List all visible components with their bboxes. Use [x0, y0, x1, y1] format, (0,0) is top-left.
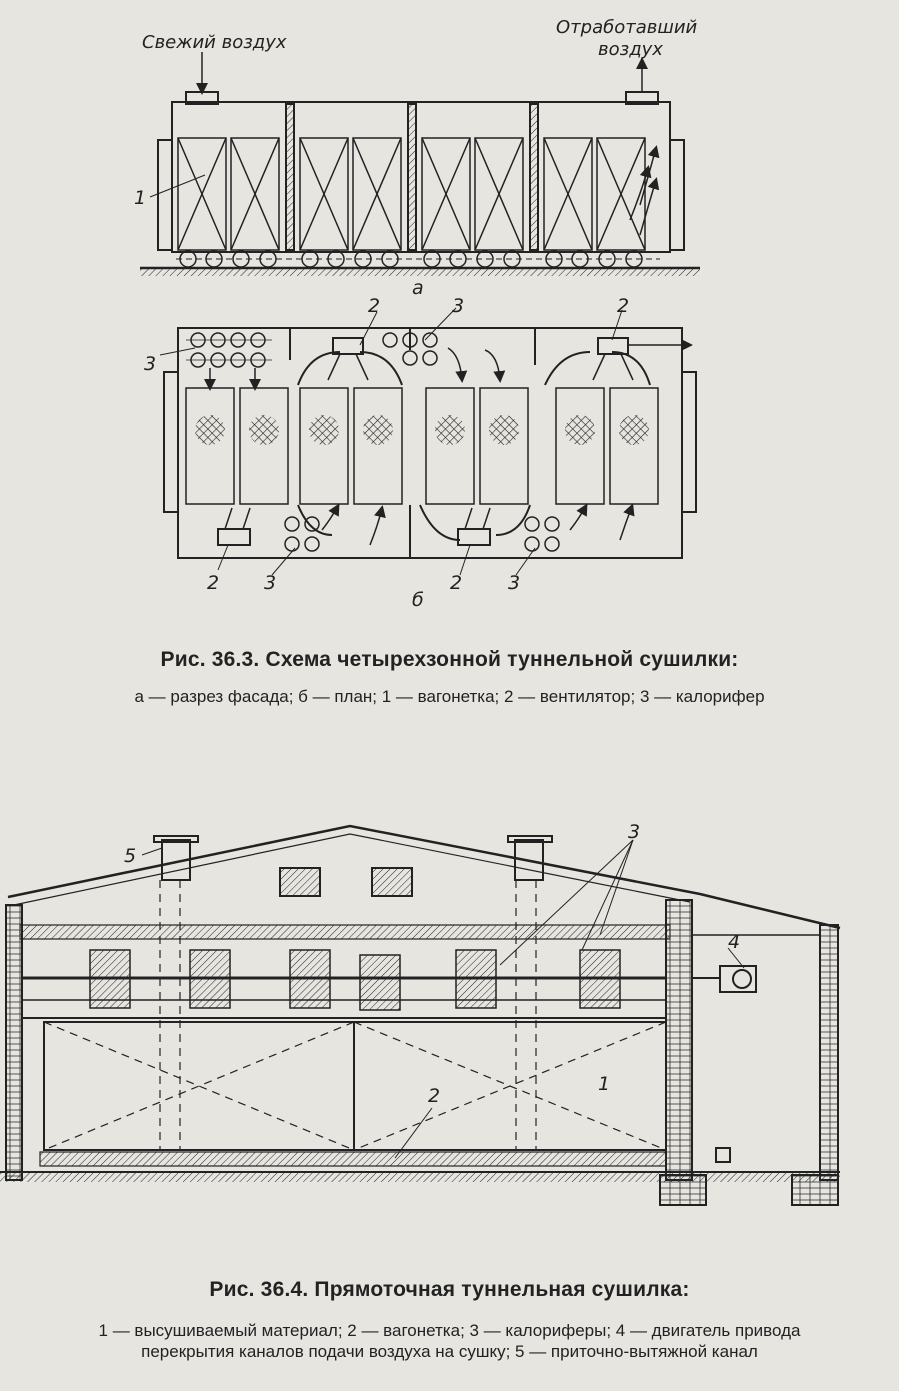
callout-1: 1	[598, 1073, 610, 1095]
figure-a-labels: Свежий воздух Отработавший воздух 1 а	[134, 17, 698, 299]
figure-36-4-legend-2: перекрытия каналов подачи воздуха на суш…	[141, 1342, 758, 1361]
callout-3: 3	[628, 821, 640, 843]
callout-5: 5	[124, 845, 136, 867]
figure-36-4-legend-1: 1 — высушиваемый материал; 2 — вагонетка…	[98, 1321, 801, 1340]
callout-b-3-top: 3	[452, 295, 464, 317]
cart-row-a	[177, 137, 646, 251]
callout-2: 2	[428, 1085, 440, 1107]
figure-b-plan	[159, 307, 697, 576]
callout-a-1: 1	[134, 187, 146, 209]
label-exhaust-air-1: Отработавший	[556, 17, 698, 38]
cart-hatch-b	[195, 415, 649, 445]
callout-b-3-left: 3	[144, 353, 156, 375]
callout-b-2-right: 2	[617, 295, 629, 317]
figure-36-4-labels: 5 3 4 1 2	[124, 821, 740, 1107]
callout-b-3-bm: 3	[508, 572, 520, 594]
figure-b-labels: 3 2 3 2 2 3 2 3 б	[144, 295, 629, 611]
callout-b-2-top: 2	[368, 295, 380, 317]
figure-36-4	[0, 824, 841, 1206]
callout-4: 4	[728, 931, 740, 953]
wheels-a	[176, 250, 660, 268]
figure-36-3-title: Рис. 36.3. Схема четырехзонной туннельно…	[160, 648, 739, 671]
callout-b-2-bl: 2	[207, 572, 219, 594]
cart-row-b	[185, 387, 659, 505]
sublabel-b: б	[412, 589, 424, 611]
label-fresh-air: Свежий воздух	[142, 32, 287, 53]
sublabel-a: а	[412, 277, 424, 299]
callout-b-3-bl: 3	[264, 572, 276, 594]
heater-row	[22, 949, 666, 1011]
callout-b-2-bm: 2	[450, 572, 462, 594]
figure-a-facade	[140, 52, 700, 276]
figure-36-3-legend: а — разрез фасада; б — план; 1 — вагонет…	[134, 687, 765, 706]
figure-36-4-title: Рис. 36.4. Прямоточная туннельная сушилк…	[209, 1278, 690, 1301]
label-exhaust-air-2: воздух	[598, 39, 663, 60]
